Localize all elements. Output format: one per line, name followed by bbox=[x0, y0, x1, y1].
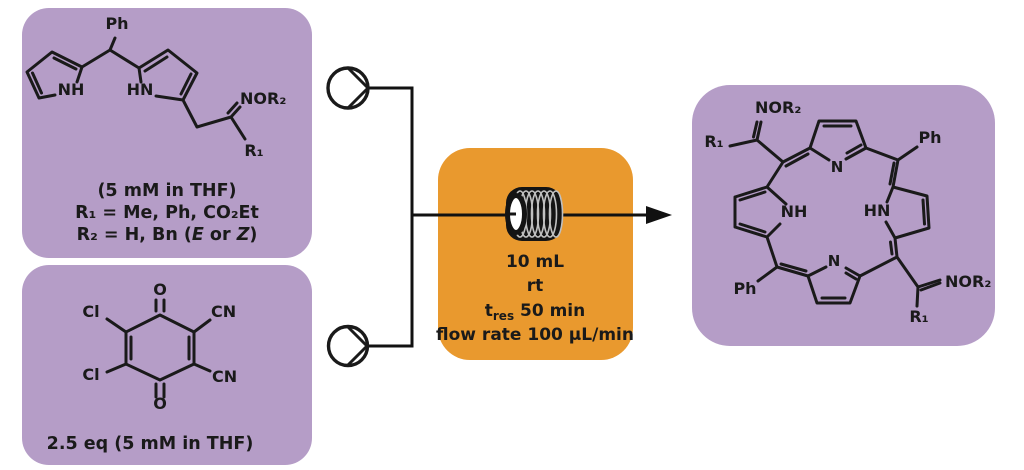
ddq-structure: O O Cl Cl CN CN bbox=[82, 280, 237, 413]
cn-bottom-label: CN bbox=[212, 367, 237, 386]
tubing-line bbox=[365, 86, 414, 348]
porphyrin-structure: NOR₂ R₁ Ph N NH HN N Ph NOR₂ R₁ bbox=[704, 98, 991, 326]
product-n-bottom-label: N bbox=[828, 252, 841, 270]
hn-label: HN bbox=[127, 80, 154, 99]
o-top-label: O bbox=[153, 280, 167, 299]
reactor-temperature: rt bbox=[527, 276, 544, 296]
product-nor2-bottom-label: NOR₂ bbox=[945, 272, 991, 291]
product-nh-left-label: NH bbox=[781, 202, 808, 221]
reactor-flow-rate: flow rate 100 µL/min bbox=[436, 325, 634, 345]
reactor-panel bbox=[438, 148, 633, 360]
ph-label: Ph bbox=[105, 14, 128, 33]
coil-reactor-icon bbox=[505, 187, 564, 241]
nh-label: NH bbox=[58, 80, 85, 99]
product-nor2-top-label: NOR₂ bbox=[755, 98, 801, 117]
o-bottom-label: O bbox=[153, 394, 167, 413]
product-ph-bottom-label: Ph bbox=[733, 279, 756, 298]
cn-top-label: CN bbox=[211, 302, 236, 321]
reactor-residence-time: tres 50 min bbox=[485, 301, 585, 323]
product-n-top-label: N bbox=[831, 158, 844, 176]
cl-bottom-label: Cl bbox=[82, 365, 99, 384]
product-r1-bottom-label: R₁ bbox=[909, 307, 928, 326]
reactant1-r2-definition: R₂ = H, Bn (E or Z) bbox=[77, 225, 258, 245]
product-ph-top-label: Ph bbox=[918, 128, 941, 147]
reactant1-panel bbox=[22, 8, 312, 258]
pump-icon-top bbox=[326, 66, 370, 110]
reaction-arrowhead-icon bbox=[646, 206, 672, 224]
product-panel bbox=[692, 85, 995, 346]
reactant2-panel bbox=[22, 265, 312, 465]
r1-label: R₁ bbox=[244, 141, 263, 160]
dipyrromethane-structure: Ph NH HN NOR₂ R₁ bbox=[25, 14, 286, 160]
reactant1-concentration: (5 mM in THF) bbox=[97, 181, 236, 201]
product-r1-top-label: R₁ bbox=[704, 132, 723, 151]
reactant2-stoichiometry: 2.5 eq (5 mM in THF) bbox=[47, 434, 254, 454]
oxime-nor2-label: NOR₂ bbox=[240, 89, 286, 108]
product-hn-right-label: HN bbox=[864, 201, 891, 220]
pump-icon-bottom bbox=[326, 324, 370, 368]
reactor-volume: 10 mL bbox=[506, 252, 564, 272]
reactant1-r1-definition: R₁ = Me, Ph, CO₂Et bbox=[75, 203, 259, 223]
cl-top-label: Cl bbox=[82, 302, 99, 321]
